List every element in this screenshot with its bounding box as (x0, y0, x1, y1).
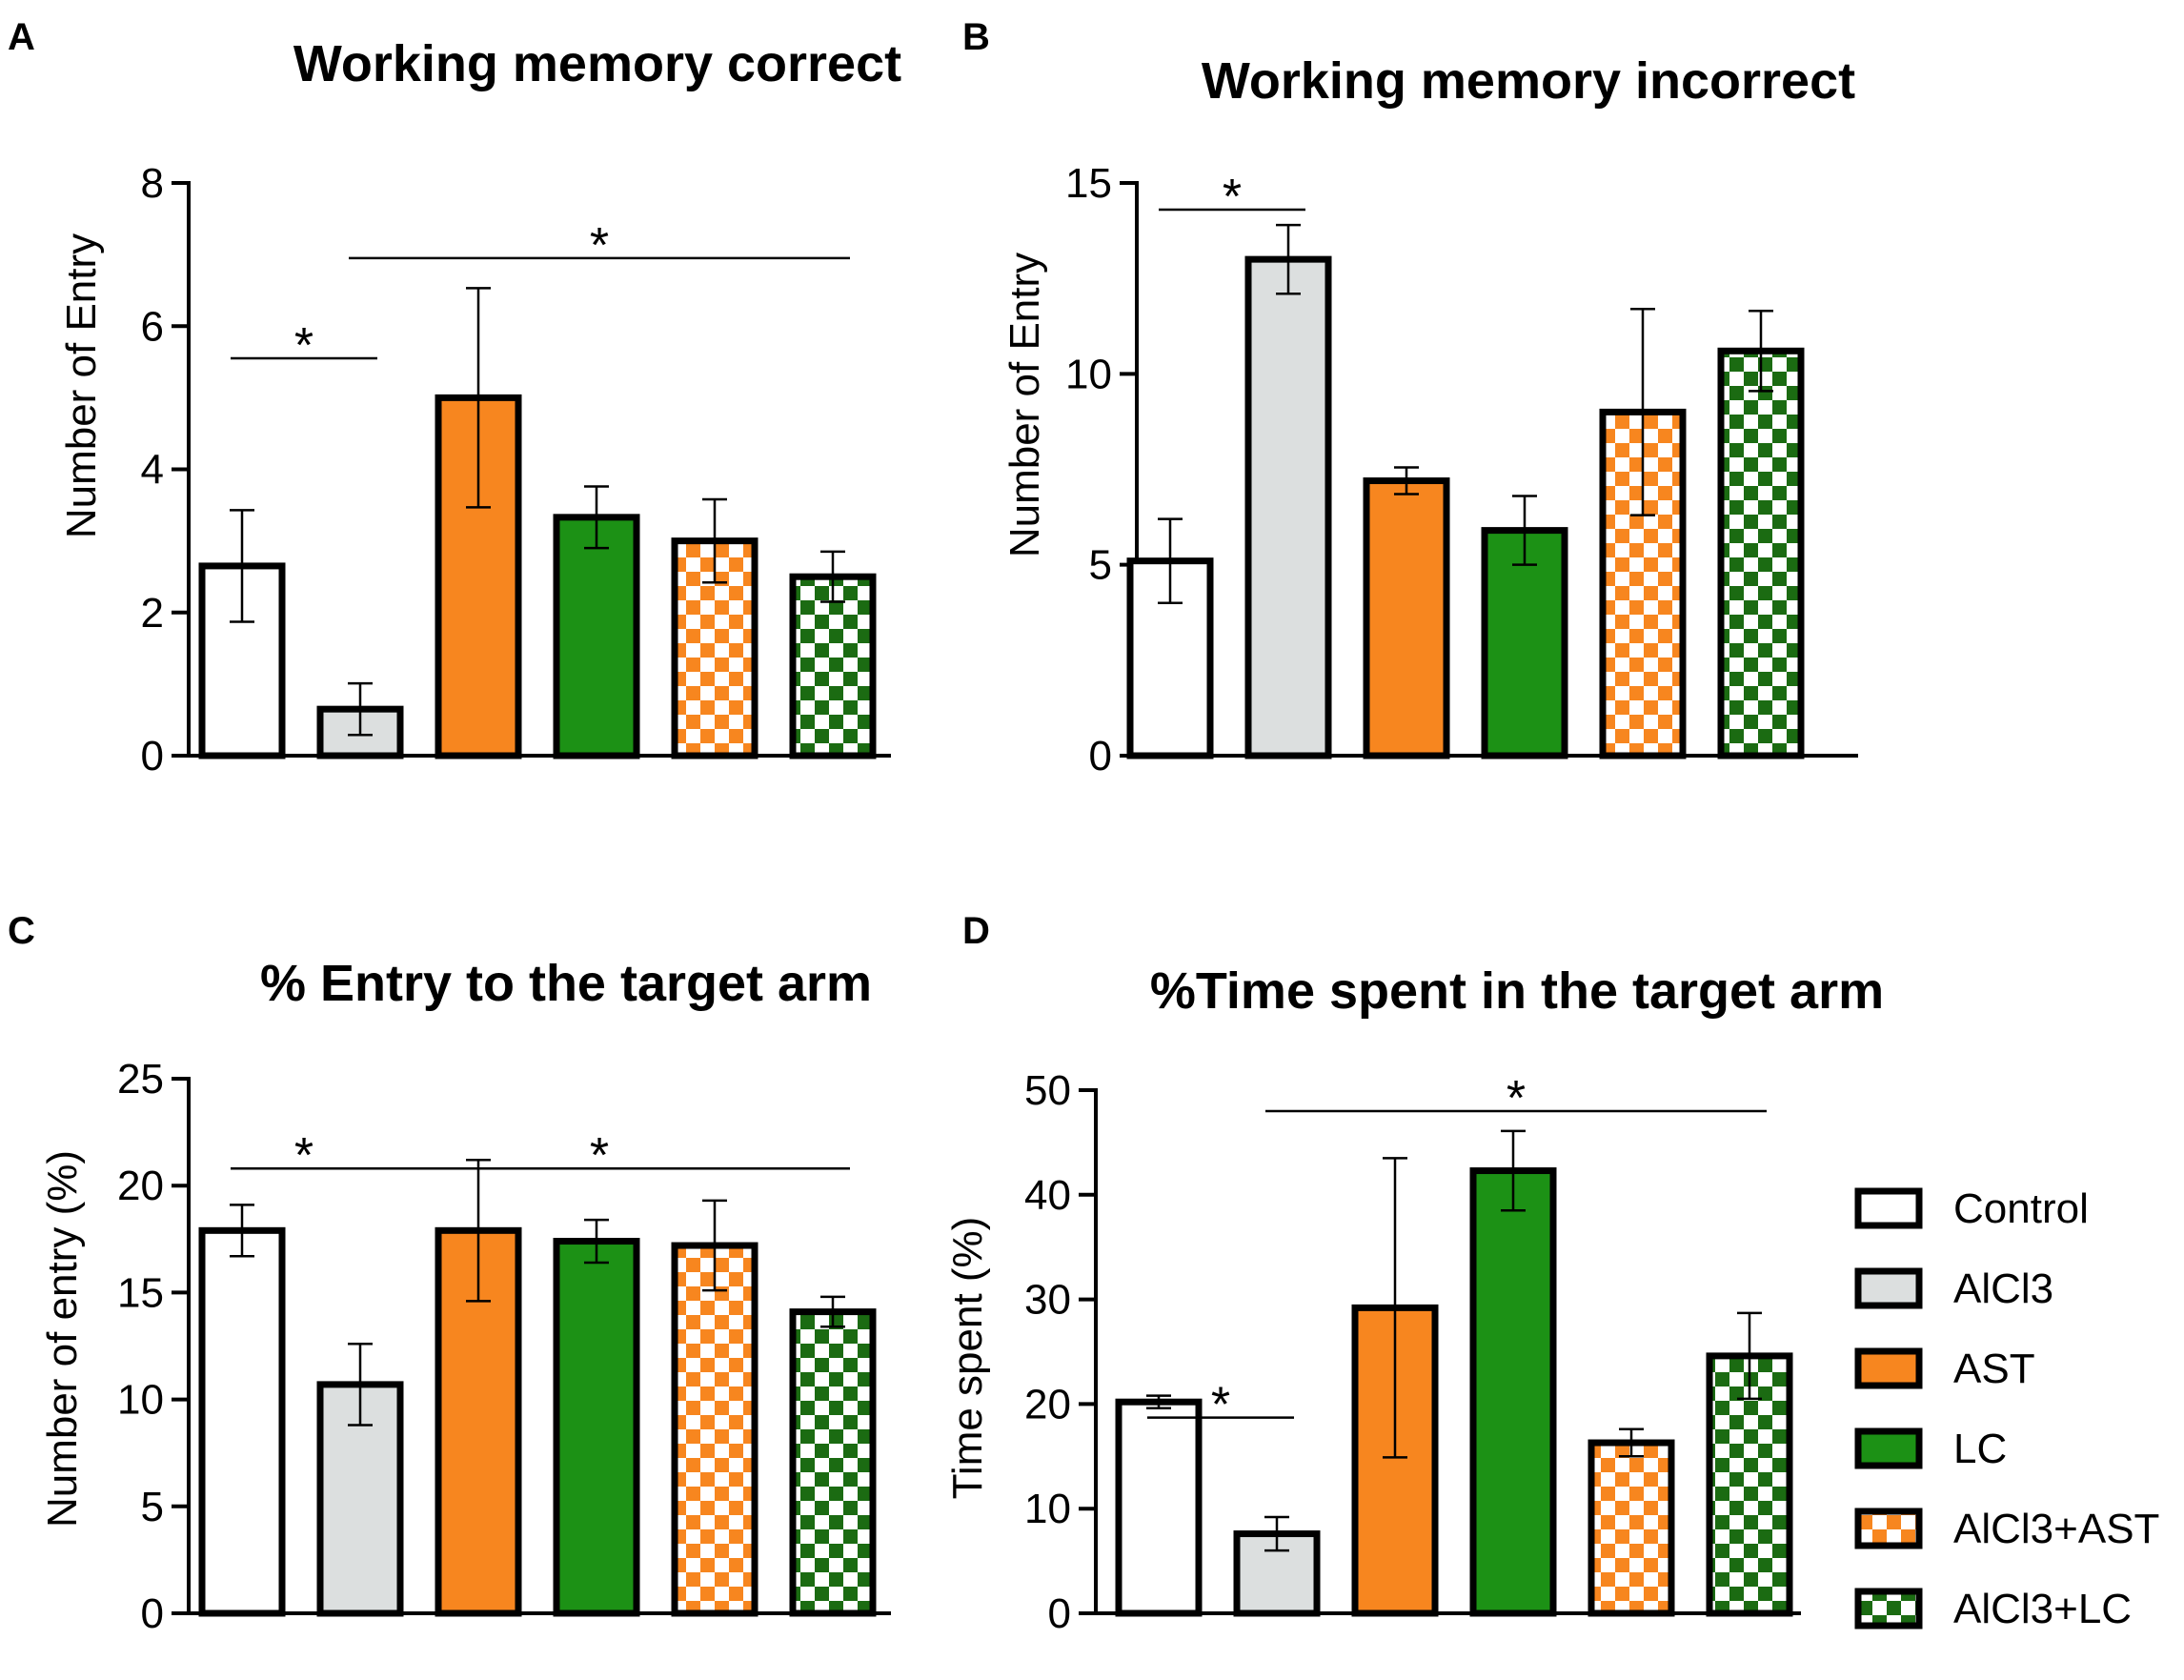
significance-star: * (590, 1128, 609, 1184)
y-tick-label: 6 (141, 303, 164, 350)
chart-title: Working memory incorrect (1202, 52, 1855, 110)
legend-item-alcl3: AlCl3 (1854, 1265, 2053, 1312)
bar-lc (1481, 527, 1568, 759)
chart-title: % Entry to the target arm (260, 955, 872, 1012)
y-tick-label: 30 (1024, 1277, 1071, 1324)
y-tick-label: 5 (1089, 542, 1112, 589)
y-tick-label: 20 (117, 1163, 164, 1209)
bar-ast (1363, 477, 1450, 759)
bar-alcl3-ast (671, 1242, 758, 1617)
panel-letter: D (962, 910, 990, 952)
y-tick-label: 5 (141, 1484, 164, 1530)
bar-control (198, 1226, 286, 1617)
y-axis-label: Time spent (%) (944, 1217, 991, 1500)
chart-title: %Time spent in the target arm (1150, 962, 1884, 1020)
y-tick-label: 20 (1024, 1381, 1071, 1427)
legend-label: Control (1953, 1185, 2089, 1232)
panel-letter: A (8, 16, 35, 58)
panel-letter: B (962, 16, 990, 58)
bar-lc (1469, 1167, 1557, 1617)
y-tick-label: 25 (117, 1056, 164, 1103)
y-tick-label: 10 (1065, 351, 1112, 397)
legend-label: AlCl3+LC (1953, 1586, 2132, 1632)
y-tick-label: 2 (141, 590, 164, 637)
y-tick-label: 15 (117, 1269, 164, 1316)
y-axis-label: Number of Entry (1001, 253, 1048, 557)
y-tick-label: 10 (117, 1377, 164, 1424)
chart-title: Working memory correct (293, 35, 901, 92)
y-tick-label: 0 (141, 733, 164, 779)
legend-swatch (1854, 1427, 1923, 1469)
y-tick-label: 10 (1024, 1486, 1071, 1532)
y-axis-label: Number of Entry (58, 233, 105, 538)
y-tick-label: 40 (1024, 1172, 1071, 1219)
legend-swatch (1854, 1187, 1923, 1229)
bar-lc (553, 1238, 640, 1617)
y-tick-label: 50 (1024, 1067, 1071, 1114)
y-tick-label: 0 (141, 1590, 164, 1637)
bar-alcl3-lc (789, 573, 877, 759)
legend-swatch (1854, 1508, 1923, 1549)
legend-item-lc: LC (1854, 1426, 2007, 1472)
significance-star: * (590, 218, 609, 273)
bar-lc (553, 514, 640, 759)
bar-alcl3-lc (1717, 347, 1805, 759)
significance-star: * (1223, 170, 1242, 225)
panel-letter: C (8, 910, 35, 952)
legend-label: AlCl3 (1953, 1265, 2053, 1312)
y-tick-label: 0 (1048, 1590, 1071, 1637)
y-axis-label: Number of entry (%) (39, 1150, 86, 1528)
y-tick-label: 0 (1089, 733, 1112, 779)
legend-item-alcl3-ast: AlCl3+AST (1854, 1506, 2159, 1552)
bar-alcl3-lc (789, 1308, 877, 1617)
legend-item-ast: AST (1854, 1346, 2035, 1392)
legend-label: LC (1953, 1426, 2007, 1472)
legend-label: AlCl3+AST (1953, 1506, 2159, 1552)
legend-item-control: Control (1854, 1185, 2089, 1232)
significance-star: * (294, 318, 313, 374)
legend-swatch (1854, 1347, 1923, 1389)
significance-star: * (1507, 1071, 1526, 1126)
y-tick-label: 15 (1065, 160, 1112, 207)
legend-swatch (1854, 1267, 1923, 1309)
significance-star: * (294, 1128, 313, 1184)
legend-item-alcl3-lc: AlCl3+LC (1854, 1586, 2132, 1632)
legend-label: AST (1953, 1346, 2035, 1392)
bar-alcl3-ast (1587, 1439, 1675, 1617)
legend-swatch (1854, 1588, 1923, 1629)
bar-alcl3 (1244, 255, 1332, 759)
significance-star: * (1211, 1378, 1230, 1433)
y-tick-label: 8 (141, 160, 164, 207)
y-tick-label: 4 (141, 447, 164, 494)
bar-control (1115, 1398, 1203, 1617)
